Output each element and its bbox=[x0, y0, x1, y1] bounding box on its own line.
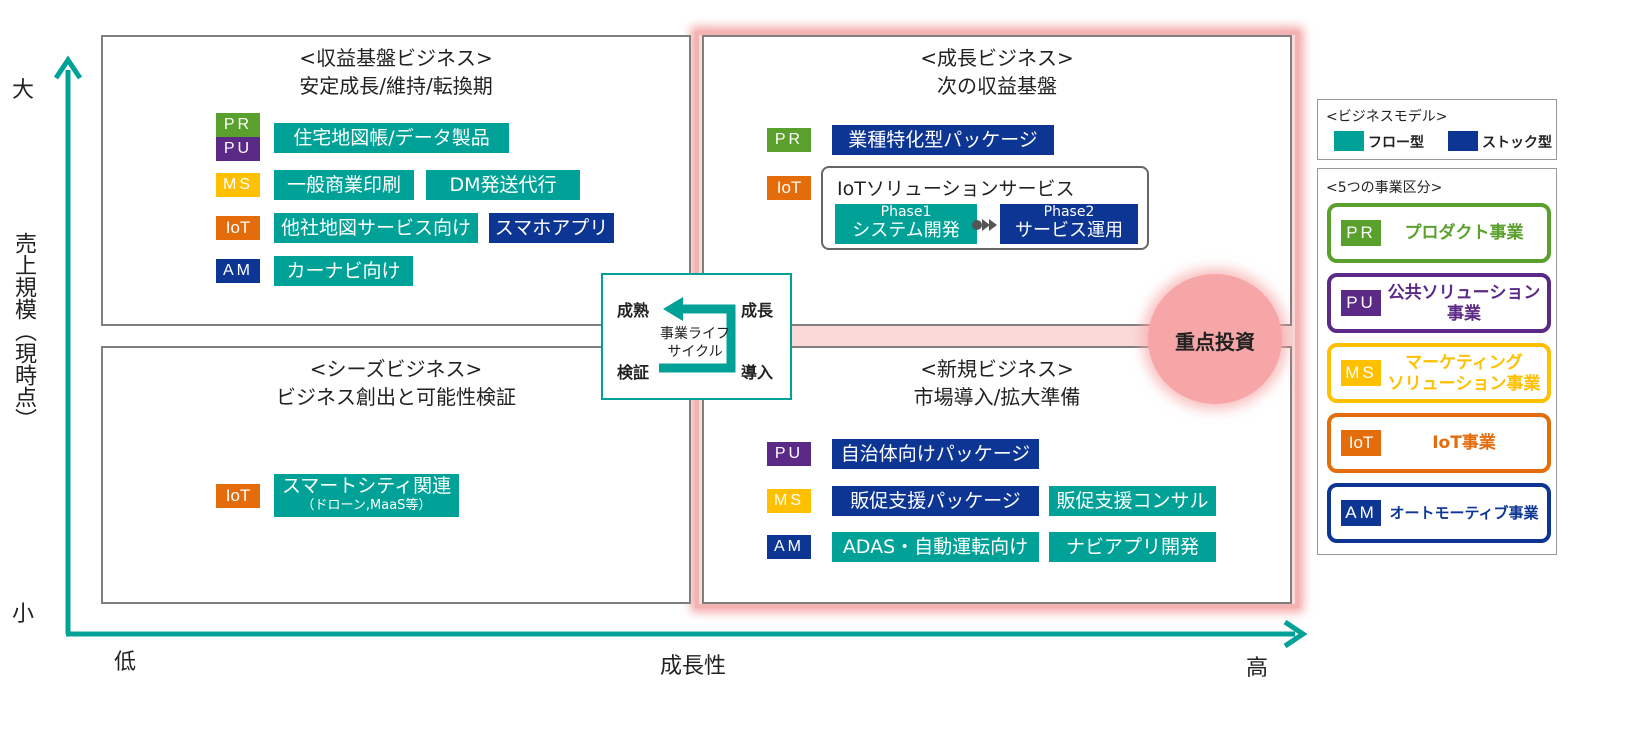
quadrant-subtitle: 次の収益基盤 bbox=[937, 74, 1057, 98]
phase2-label: Phase2 bbox=[1043, 204, 1095, 220]
item-smart-city: スマートシティ関連 （ドローン,MaaS等） bbox=[274, 474, 459, 517]
iot-solution-title: IoTソリューションサービス bbox=[837, 178, 1075, 200]
segment-label: プロダクト事業 bbox=[1404, 223, 1524, 243]
item-sales-promo-package: 販促支援パッケージ bbox=[832, 486, 1039, 516]
tag-am: AM bbox=[767, 535, 811, 559]
phase1-text: システム開発 bbox=[852, 220, 960, 241]
segment-label: オートモーティブ事業 bbox=[1389, 504, 1539, 522]
tag-pu: PU bbox=[216, 137, 260, 161]
segment-product: PR プロダクト事業 bbox=[1327, 203, 1551, 263]
segment-iot: IoT IoT事業 bbox=[1327, 413, 1551, 473]
smart-city-label: スマートシティ関連 bbox=[281, 475, 452, 497]
segment-label-line2: 事業 bbox=[1447, 304, 1481, 324]
lifecycle-verification: 検証 bbox=[617, 363, 650, 382]
item-smartphone-app: スマホアプリ bbox=[489, 213, 614, 243]
phase1-label: Phase1 bbox=[880, 204, 932, 220]
segment-tag: IoT bbox=[1341, 430, 1381, 456]
quadrant-subtitle: ビジネス創出と可能性検証 bbox=[276, 385, 516, 409]
quadrant-subtitle: 安定成長/維持/転換期 bbox=[299, 74, 493, 98]
segment-label-line2: ソリューション事業 bbox=[1387, 374, 1541, 394]
quadrant-title: <収益基盤ビジネス> bbox=[299, 46, 493, 70]
iot-solution-service-box: IoTソリューションサービス Phase1 システム開発 Phase2 サービス… bbox=[821, 166, 1149, 250]
segment-marketing-solutions: MS マーケティング ソリューション事業 bbox=[1327, 343, 1551, 403]
lifecycle-center-line2: サイクル bbox=[667, 344, 723, 360]
tag-ms: MS bbox=[767, 489, 811, 513]
segment-tag: PR bbox=[1341, 220, 1381, 246]
lifecycle-arrow-icon bbox=[659, 297, 736, 373]
tag-pu: PU bbox=[767, 442, 811, 466]
tag-iot: IoT bbox=[216, 484, 260, 508]
segment-label-line1: 公共ソリューション bbox=[1387, 283, 1541, 303]
lifecycle-introduction: 導入 bbox=[741, 363, 774, 382]
lifecycle-growth: 成長 bbox=[741, 301, 774, 320]
focus-investment-label: 重点投資 bbox=[1175, 330, 1255, 354]
item-municipal-package: 自治体向けパッケージ bbox=[832, 439, 1039, 469]
tag-iot: IoT bbox=[767, 176, 811, 200]
legend-flow-label: フロー型 bbox=[1368, 135, 1424, 151]
legend-flow-swatch bbox=[1334, 131, 1364, 151]
item-navi-app: ナビアプリ開発 bbox=[1049, 532, 1216, 562]
segment-public-solutions: PU 公共ソリューション 事業 bbox=[1327, 273, 1551, 333]
phase1-block: Phase1 システム開発 bbox=[835, 204, 977, 244]
smart-city-sub: （ドローン,MaaS等） bbox=[301, 498, 432, 513]
tag-am: AM bbox=[216, 259, 260, 283]
y-axis-high-label: 大 bbox=[12, 78, 35, 103]
phase2-text: サービス運用 bbox=[1015, 220, 1123, 241]
item-car-navigation: カーナビ向け bbox=[274, 256, 413, 286]
x-axis-arrowhead bbox=[1283, 619, 1308, 649]
phase-arrow-icon bbox=[972, 219, 997, 231]
tag-iot: IoT bbox=[216, 216, 260, 240]
segment-label-line1: マーケティング bbox=[1405, 353, 1523, 373]
segment-automotive: AM オートモーティブ事業 bbox=[1327, 483, 1551, 543]
segment-tag: PU bbox=[1341, 290, 1381, 316]
legend-business-model: <ビジネスモデル> フロー型 ストック型 bbox=[1317, 99, 1557, 160]
legend-model-title: <ビジネスモデル> bbox=[1326, 109, 1448, 125]
item-industry-package: 業種特化型パッケージ bbox=[832, 125, 1054, 155]
item-commercial-printing: 一般商業印刷 bbox=[274, 170, 414, 200]
x-axis-high-label: 高 bbox=[1246, 656, 1269, 681]
phase2-block: Phase2 サービス運用 bbox=[1000, 204, 1138, 244]
item-housing-map: 住宅地図帳/データ製品 bbox=[274, 123, 509, 153]
item-adas: ADAS・自動運転向け bbox=[832, 532, 1039, 562]
lifecycle-center-line1: 事業ライフ bbox=[660, 326, 730, 342]
y-axis-low-label: 小 bbox=[12, 602, 35, 627]
quadrant-seeds: <シーズビジネス> ビジネス創出と可能性検証 bbox=[101, 346, 691, 604]
focus-investment-badge: 重点投資 bbox=[1148, 274, 1282, 404]
tag-pr: PR bbox=[216, 113, 260, 137]
legend-segments-title: <5つの事業区分> bbox=[1326, 180, 1443, 196]
quadrant-title: <新規ビジネス> bbox=[920, 357, 1074, 381]
tag-ms: MS bbox=[216, 173, 260, 197]
segment-tag: AM bbox=[1341, 500, 1381, 526]
quadrant-subtitle: 市場導入/拡大準備 bbox=[913, 385, 1081, 409]
lifecycle-maturity: 成熟 bbox=[617, 301, 650, 320]
quadrant-title: <シーズビジネス> bbox=[309, 357, 483, 381]
item-dm-shipping: DM発送代行 bbox=[426, 170, 580, 200]
legend-stock-label: ストック型 bbox=[1482, 135, 1552, 151]
business-lifecycle-box: 成熟 成長 検証 導入 事業ライフ サイクル bbox=[601, 273, 792, 400]
tag-pr: PR bbox=[767, 128, 811, 152]
x-axis-title: 成長性 bbox=[660, 654, 727, 679]
segment-label: IoT事業 bbox=[1432, 433, 1496, 453]
item-sales-promo-consulting: 販促支援コンサル bbox=[1049, 486, 1216, 516]
x-axis-low-label: 低 bbox=[114, 650, 137, 675]
quadrant-title: <成長ビジネス> bbox=[920, 46, 1074, 70]
legend-stock-swatch bbox=[1448, 131, 1478, 151]
y-axis-title: 売上規模（現時点） bbox=[11, 232, 36, 430]
y-axis-arrowhead bbox=[53, 55, 83, 80]
item-other-map-services: 他社地図サービス向け bbox=[274, 213, 478, 243]
segment-tag: MS bbox=[1341, 360, 1381, 386]
